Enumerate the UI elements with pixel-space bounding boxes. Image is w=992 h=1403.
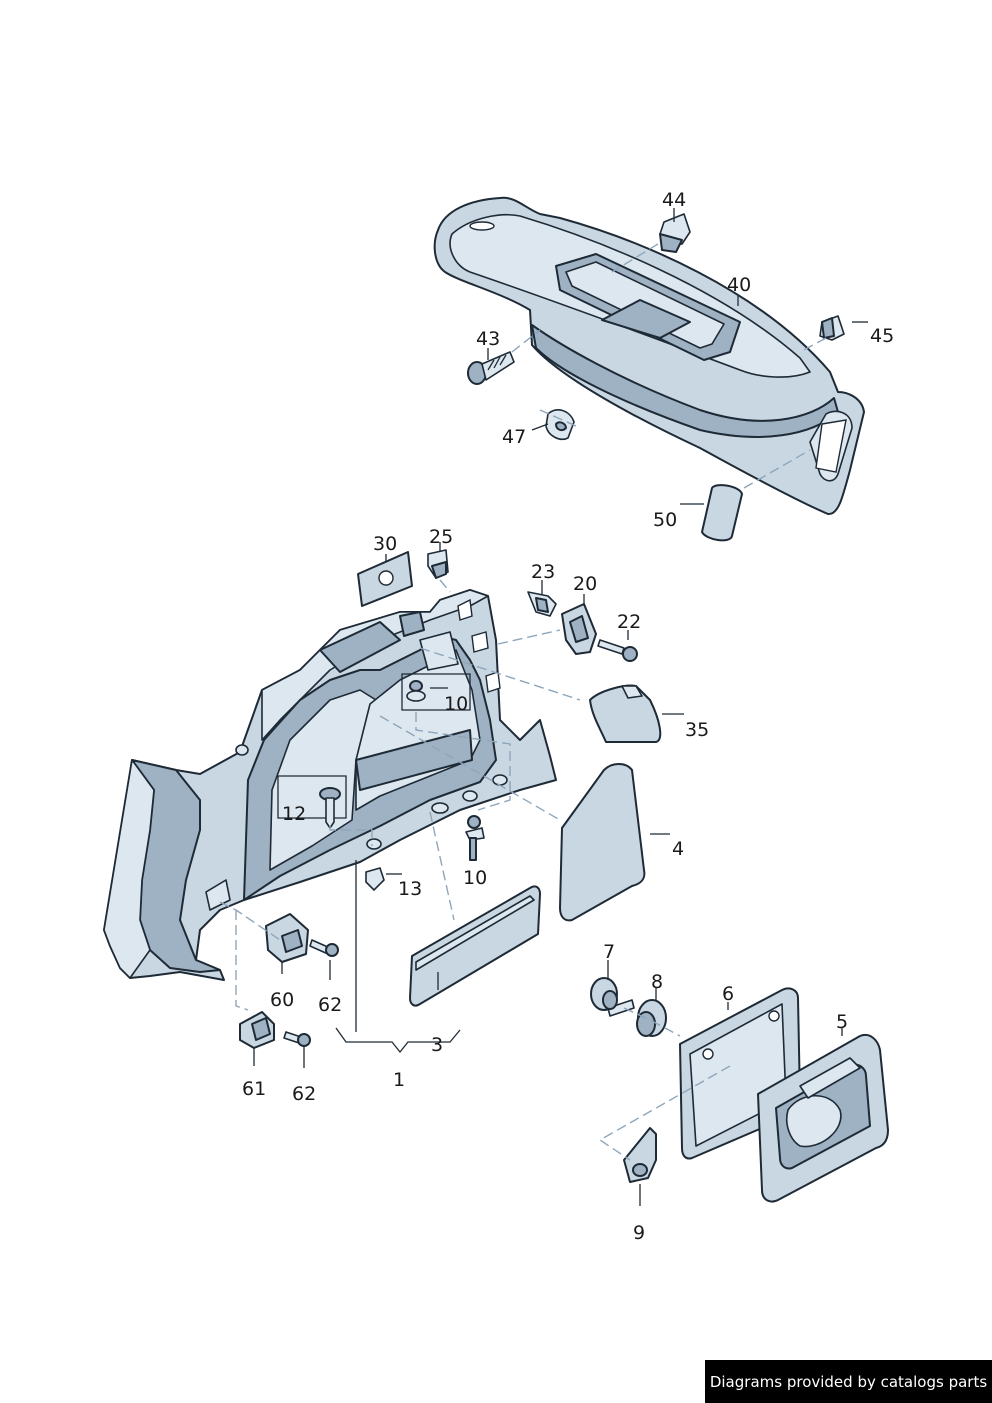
- callout-61: 61: [242, 1078, 266, 1100]
- screw-12-icon: [277, 775, 347, 829]
- latch-9-icon: [623, 1127, 657, 1183]
- callout-1: 1: [393, 1069, 405, 1091]
- callout-20: 20: [573, 573, 597, 595]
- callout-6: 6: [722, 983, 734, 1005]
- screw-62-lower-icon: [283, 1031, 311, 1047]
- callout-22: 22: [617, 611, 641, 633]
- clip-44-icon: [659, 213, 691, 253]
- clip-13-icon: [365, 867, 385, 891]
- clip-25-icon: [427, 549, 449, 579]
- callout-4: 4: [672, 838, 684, 860]
- callout-leaders: [253, 208, 868, 1206]
- clip-45-icon: [819, 315, 845, 341]
- storage-bin-5-icon: [757, 1034, 889, 1203]
- board-4-icon: [559, 763, 646, 922]
- bracket-60-icon: [265, 913, 309, 963]
- cover-35-icon: [589, 684, 662, 743]
- cap-47-icon: [545, 409, 575, 441]
- callout-7: 7: [603, 941, 615, 963]
- upper-trim-panel-40: [433, 196, 865, 515]
- callout-35: 35: [685, 719, 709, 741]
- callout-62-upper: 62: [318, 994, 342, 1016]
- bracket-61-icon: [239, 1011, 275, 1049]
- callout-13: 13: [398, 878, 422, 900]
- callout-23: 23: [531, 561, 555, 583]
- knob-7-icon: [590, 977, 635, 1017]
- callout-labels: 44 40 45 43 47 50 30 25 23 20 22 10 35 1…: [242, 189, 894, 1244]
- cover-50-icon: [701, 484, 743, 542]
- callout-50: 50: [653, 509, 677, 531]
- callout-40: 40: [727, 274, 751, 296]
- callout-45: 45: [870, 325, 894, 347]
- callout-3: 3: [431, 1034, 443, 1056]
- callout-10-upper: 10: [444, 693, 468, 715]
- callout-9: 9: [633, 1222, 645, 1244]
- callout-43: 43: [476, 328, 500, 350]
- callout-12: 12: [282, 803, 306, 825]
- plate-30-icon: [357, 551, 413, 607]
- screw-43-icon: [467, 351, 515, 385]
- callout-5: 5: [836, 1011, 848, 1033]
- callout-62-lower: 62: [292, 1083, 316, 1105]
- clip-10-box-icon: [401, 673, 471, 711]
- callout-25: 25: [429, 526, 453, 548]
- ring-8-icon: [636, 999, 667, 1037]
- callout-44: 44: [662, 189, 686, 211]
- assembly-leaders: [219, 243, 827, 1161]
- strip-3-icon: [409, 885, 541, 1007]
- callout-30: 30: [373, 533, 397, 555]
- clip-10-icon: [465, 815, 485, 861]
- callout-47: 47: [502, 426, 526, 448]
- credit-text: Diagrams provided by catalogs parts: [709, 1372, 988, 1391]
- screw-22-icon: [597, 639, 638, 662]
- callout-60: 60: [270, 989, 294, 1011]
- callout-8: 8: [651, 971, 663, 993]
- fastener-23-icon: [527, 591, 557, 617]
- hook-20-icon: [561, 603, 597, 655]
- callout-10-lower: 10: [463, 867, 487, 889]
- screw-62-upper-icon: [309, 939, 339, 957]
- credit-badge: Diagrams provided by catalogs parts: [705, 1360, 992, 1403]
